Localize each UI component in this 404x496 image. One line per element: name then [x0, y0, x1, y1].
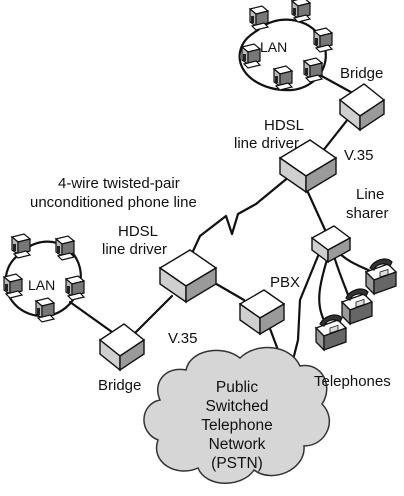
hdsl-left-device — [158, 249, 218, 304]
computer-icon — [35, 297, 55, 323]
pstn-label-3: Telephone — [201, 417, 273, 434]
pstn-label-4: Network — [209, 436, 266, 453]
computer-icon — [241, 43, 261, 69]
computer-icon — [249, 5, 269, 31]
computer-icon — [3, 273, 23, 299]
lan-left-label: LAN — [28, 277, 55, 293]
lan-top-label: LAN — [260, 39, 287, 55]
line-sharer-device — [310, 225, 352, 264]
v35-top-label: V.35 — [344, 147, 373, 164]
bridge-bottom-device — [98, 323, 146, 372]
sharer-to-phone-3-wire — [318, 254, 330, 326]
sharer-to-phone-1-wire — [336, 250, 374, 274]
telephones-group — [315, 258, 397, 351]
computer-icon — [313, 27, 333, 53]
telephones-label: Telephones — [314, 373, 391, 390]
line-sharer-label-2: sharer — [346, 205, 389, 222]
computer-icon — [65, 275, 85, 301]
pstn-label-1: Public — [216, 379, 258, 396]
bridge-top-label: Bridge — [340, 65, 383, 82]
line-sharer-label-1: Line — [356, 186, 384, 203]
pstn-label-2: Switched — [206, 398, 269, 415]
pbx-device — [238, 289, 286, 336]
hdsl-left-label-1: HDSL — [118, 223, 158, 240]
sharer-to-phone-2-wire — [332, 254, 352, 302]
hdsl-left-label-2: line driver — [102, 241, 167, 258]
telephone-icon — [315, 314, 347, 351]
twisted-pair-line — [186, 174, 292, 264]
lan-left-to-bridge-wire — [68, 300, 114, 334]
pstn-cloud — [143, 346, 331, 484]
twisted-pair-label-1: 4-wire twisted-pair — [58, 175, 180, 192]
computer-icon — [55, 235, 75, 261]
computer-icon — [11, 233, 31, 259]
bridge-bottom-label: Bridge — [98, 377, 141, 394]
pstn-label-5: (PSTN) — [211, 455, 263, 472]
hdsl-to-sharer-wire — [304, 186, 328, 234]
computer-icon — [273, 65, 293, 91]
telephone-icon — [341, 288, 373, 325]
hdsl-top-device — [278, 139, 338, 194]
computer-icon — [303, 57, 323, 83]
hdsl-top-label-2: line driver — [234, 135, 299, 152]
v35-bottom-label: V.35 — [168, 330, 197, 347]
twisted-pair-label-2: unconditioned phone line — [30, 194, 197, 211]
computer-icon — [291, 0, 311, 23]
bridge-bottom-to-hdsl-wire — [130, 294, 174, 338]
bridge-top-device — [338, 83, 386, 132]
hdsl-top-label-1: HDSL — [264, 117, 304, 134]
telephone-icon — [365, 258, 397, 295]
sharer-to-pstn-wire — [288, 254, 320, 374]
pbx-label: PBX — [270, 274, 300, 291]
